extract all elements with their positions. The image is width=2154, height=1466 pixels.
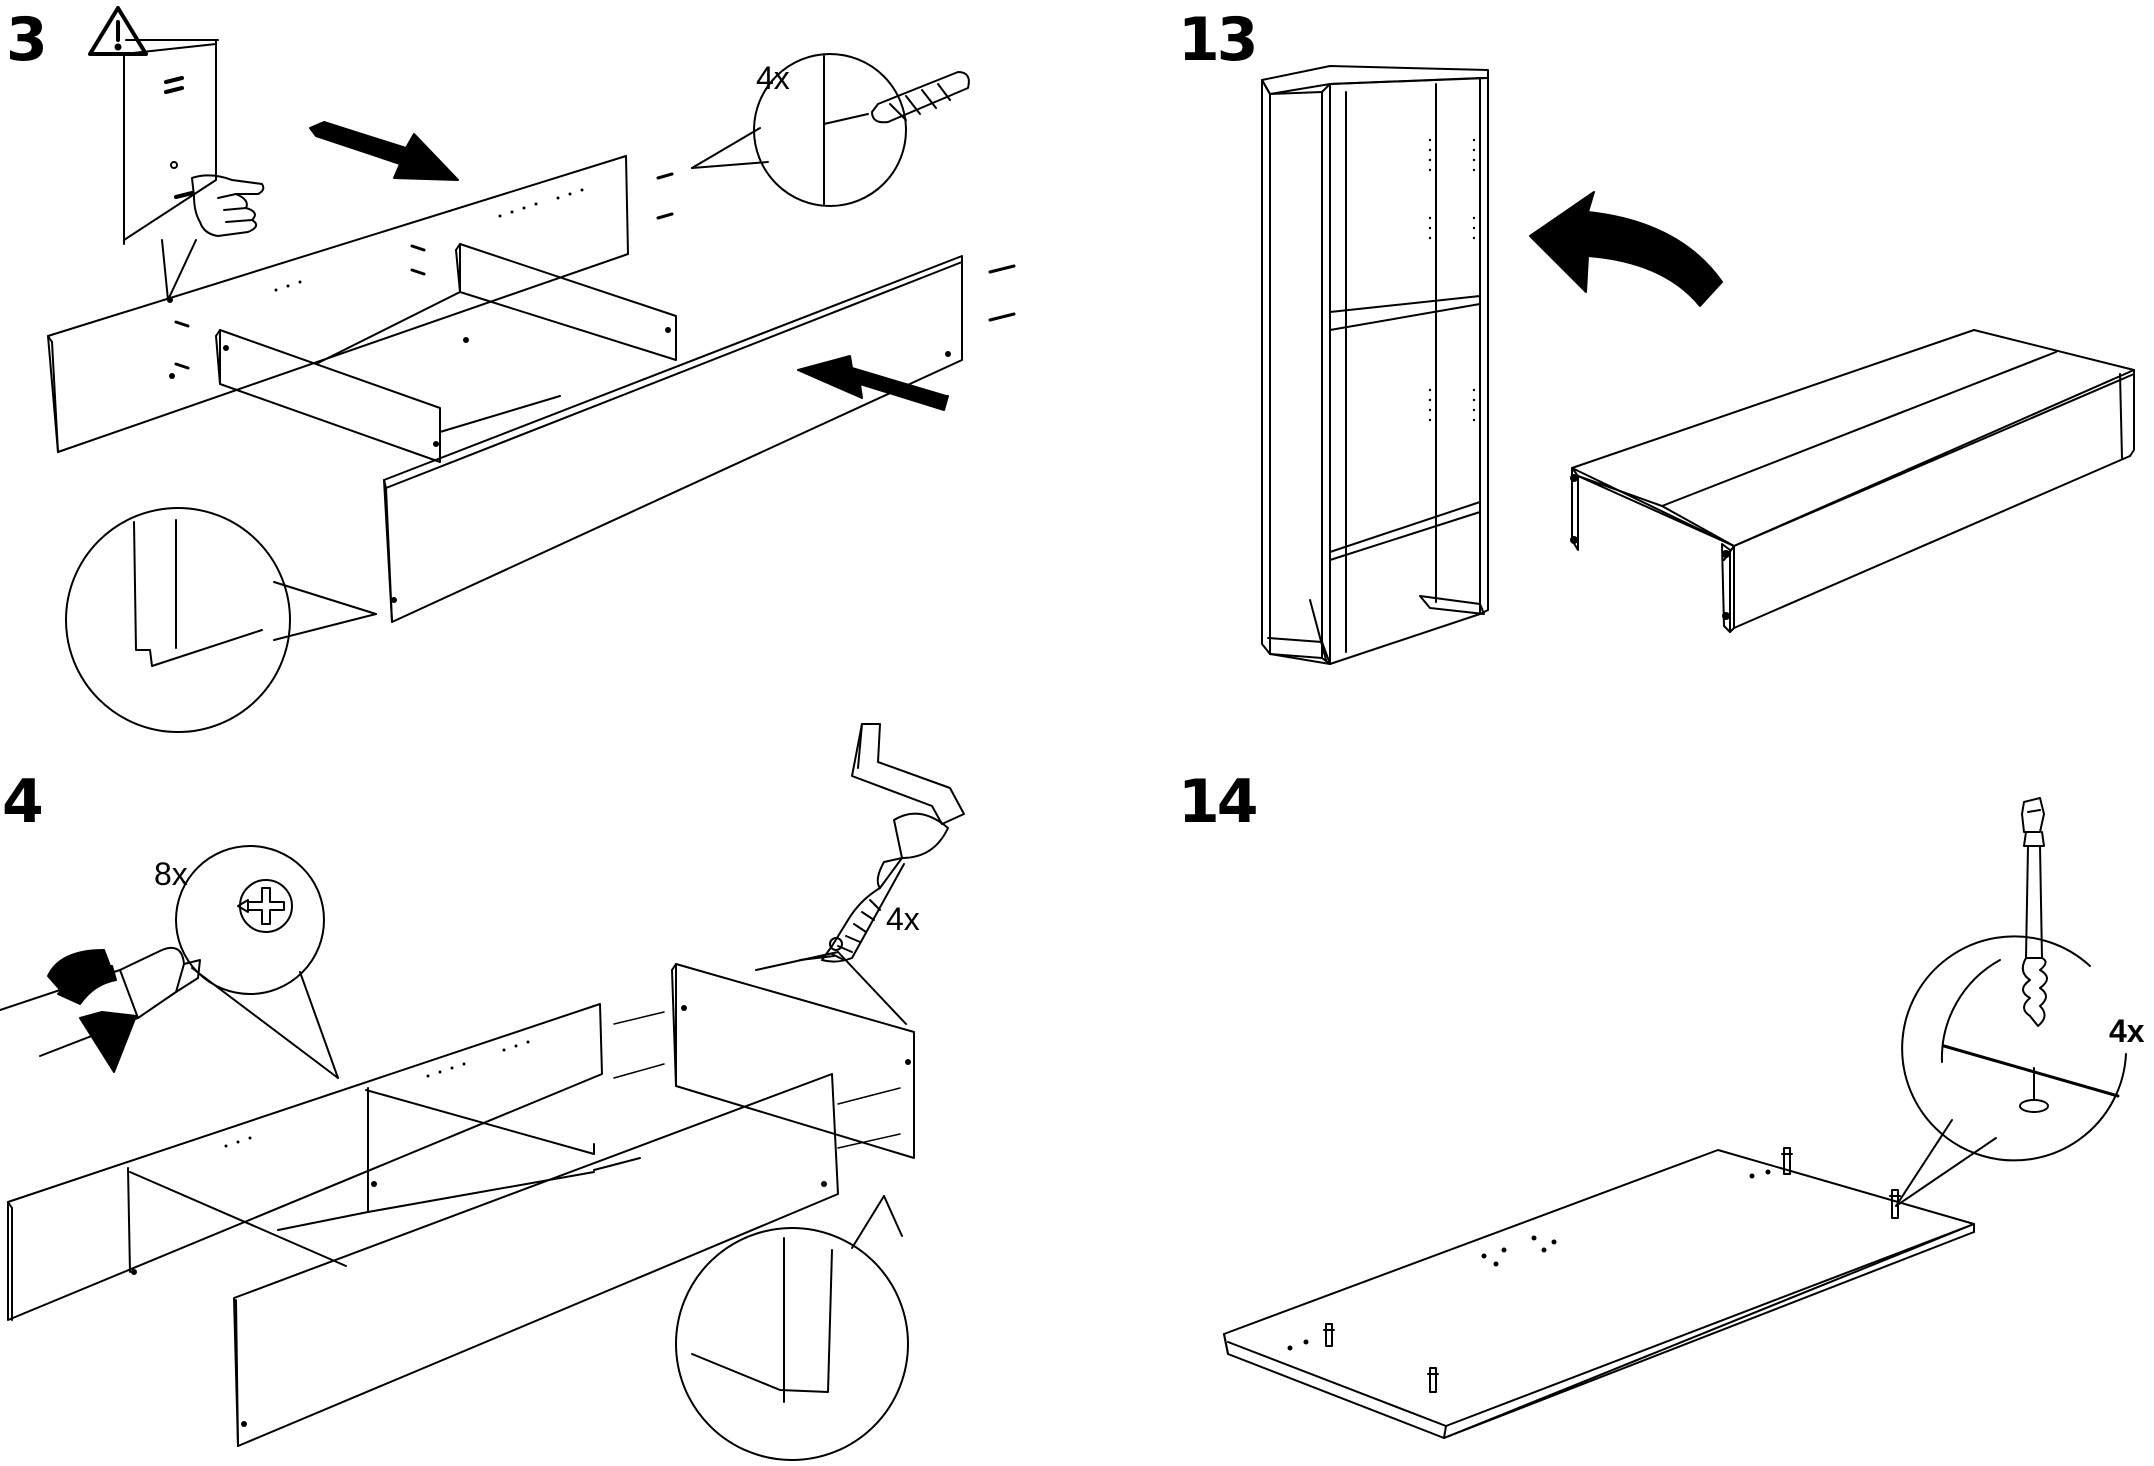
shelf-bottom [1330, 502, 1480, 560]
allen-key-icon [852, 724, 964, 824]
warning-detail-panel [124, 40, 218, 300]
phillips-screw-icon [248, 888, 284, 924]
back-panel [48, 156, 628, 452]
front-panel [384, 256, 962, 622]
bottom-board [1224, 1150, 1974, 1438]
back-panel [8, 1004, 602, 1320]
dowel-holes [614, 1012, 900, 1148]
dowel-holes [176, 174, 1014, 368]
cam-bolt-icon [1324, 1324, 1334, 1346]
cam-bolt-icon [2022, 798, 2047, 1026]
push-arrow-icon [310, 122, 458, 180]
bolt-detail-callout [1896, 936, 2126, 1206]
step-13-illustration [1262, 66, 2134, 664]
front-panel [234, 1074, 838, 1446]
board-holes [1288, 1170, 1771, 1351]
corner-detail-callout [676, 1196, 908, 1460]
lying-frame [1571, 330, 2134, 632]
edge-detail-callout [66, 508, 376, 732]
shelf-top [1330, 296, 1480, 330]
step-14-illustration [1224, 798, 2126, 1438]
step-4-illustration [0, 724, 964, 1460]
warning-triangle-icon [90, 8, 146, 54]
dowel-detail-callout [692, 54, 969, 206]
pointing-hand-icon [192, 175, 263, 236]
divider-panel-right [460, 244, 676, 360]
cam-bolt-icon [1428, 1368, 1438, 1392]
connector-screw-icon [800, 814, 948, 962]
hole-dots [131, 1005, 911, 1427]
curved-arrow-icon [1530, 192, 1722, 306]
side-panel-right [676, 964, 914, 1158]
divider-panel-left [220, 330, 440, 462]
step-3-illustration [48, 8, 1014, 732]
